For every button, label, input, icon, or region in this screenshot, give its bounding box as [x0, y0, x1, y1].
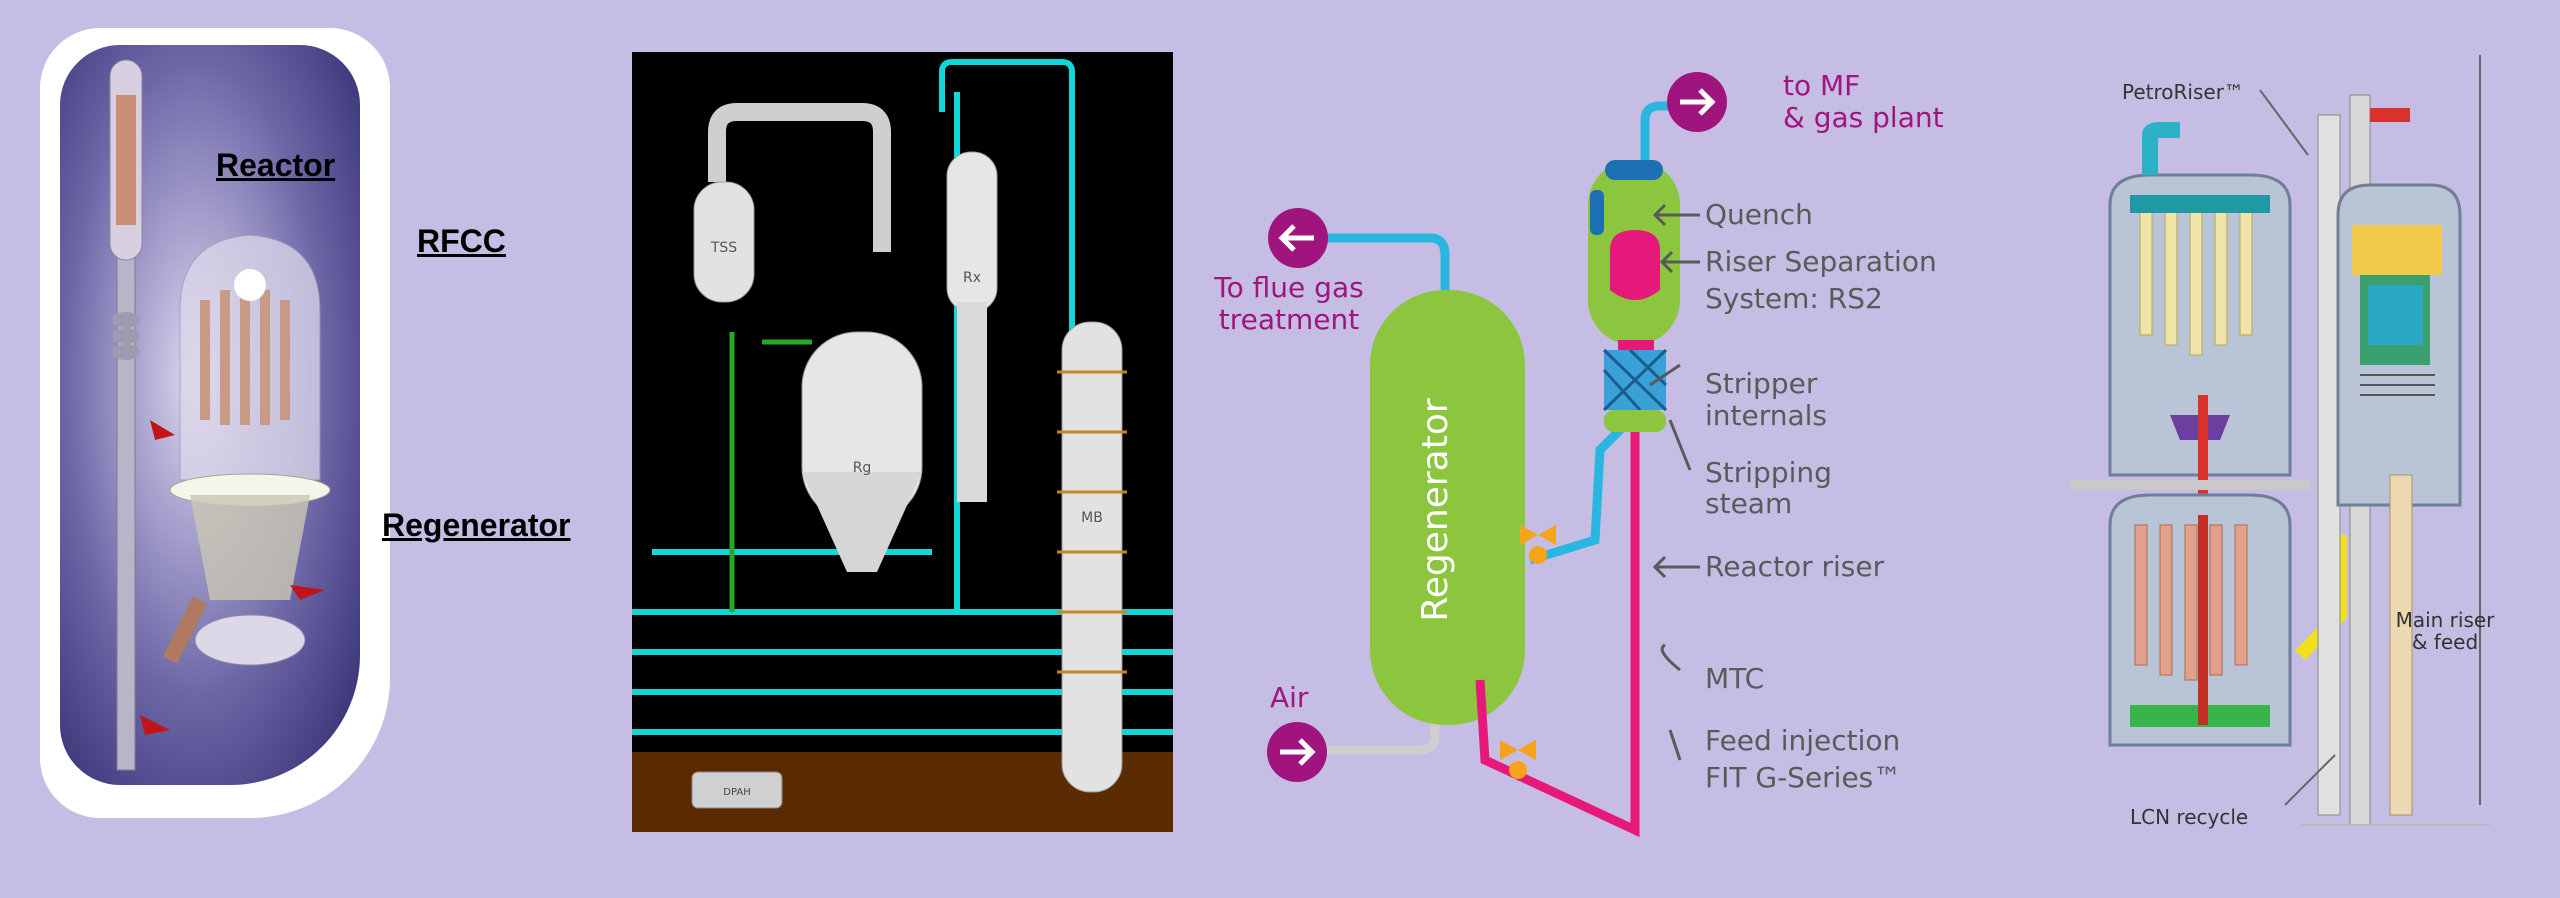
callout-stripper-1: Stripper [1705, 367, 1818, 400]
regenerator-label: Regenerator [1415, 398, 1456, 622]
callout-riser-separation-2: System: RS2 [1705, 282, 1883, 315]
mf-outlet-line1: to MF [1783, 69, 1861, 102]
callout-quench: Quench [1705, 198, 1813, 231]
callout-feed-injection-2: FIT G-Series™ [1705, 761, 1902, 794]
lcn-recycle-label: LCN recycle [2130, 805, 2249, 829]
callout-reactor-riser: Reactor riser [1705, 550, 1885, 583]
mf-outlet-line2: & gas plant [1783, 101, 1944, 134]
air-label: Air [1270, 681, 1309, 714]
vessel-label-dpah: DPAH [723, 787, 750, 798]
petroriser-label: PetroRiser™ [2122, 80, 2244, 104]
label-rfcc: RFCC [417, 223, 506, 259]
vessel-label-tss: TSS [710, 240, 737, 256]
callout-stripping-1: Stripping [1705, 456, 1832, 489]
callout-mtc: MTC [1705, 662, 1765, 695]
vessel-label-rg: Rg [853, 460, 872, 476]
main-riser-line1: Main riser [2395, 608, 2495, 632]
plant-3d-model: TSS Rg Rx MB DPAH [632, 52, 1173, 832]
plant-model-illustration: TSS Rg Rx MB DPAH [632, 59, 1173, 832]
vessel-label-mb: MB [1081, 510, 1103, 526]
flue-gas-line2: treatment [1218, 303, 1360, 336]
callout-stripper-2: internals [1705, 399, 1828, 432]
callout-riser-separation-1: Riser Separation [1705, 245, 1937, 278]
main-riser-line2: & feed [2411, 630, 2479, 654]
schematic-drawing: Regenerator [1267, 72, 1727, 838]
petroriser-illustration [2070, 55, 2490, 826]
label-reactor: Reactor [216, 147, 336, 183]
flue-gas-line1: To flue gas [1214, 271, 1364, 304]
vessel-label-rx: Rx [963, 270, 981, 286]
callout-feed-injection-1: Feed injection [1705, 724, 1901, 757]
label-regenerator: Regenerator [382, 507, 571, 543]
rfcc-unit-illustration [109, 59, 331, 771]
callout-stripping-2: steam [1705, 487, 1793, 520]
